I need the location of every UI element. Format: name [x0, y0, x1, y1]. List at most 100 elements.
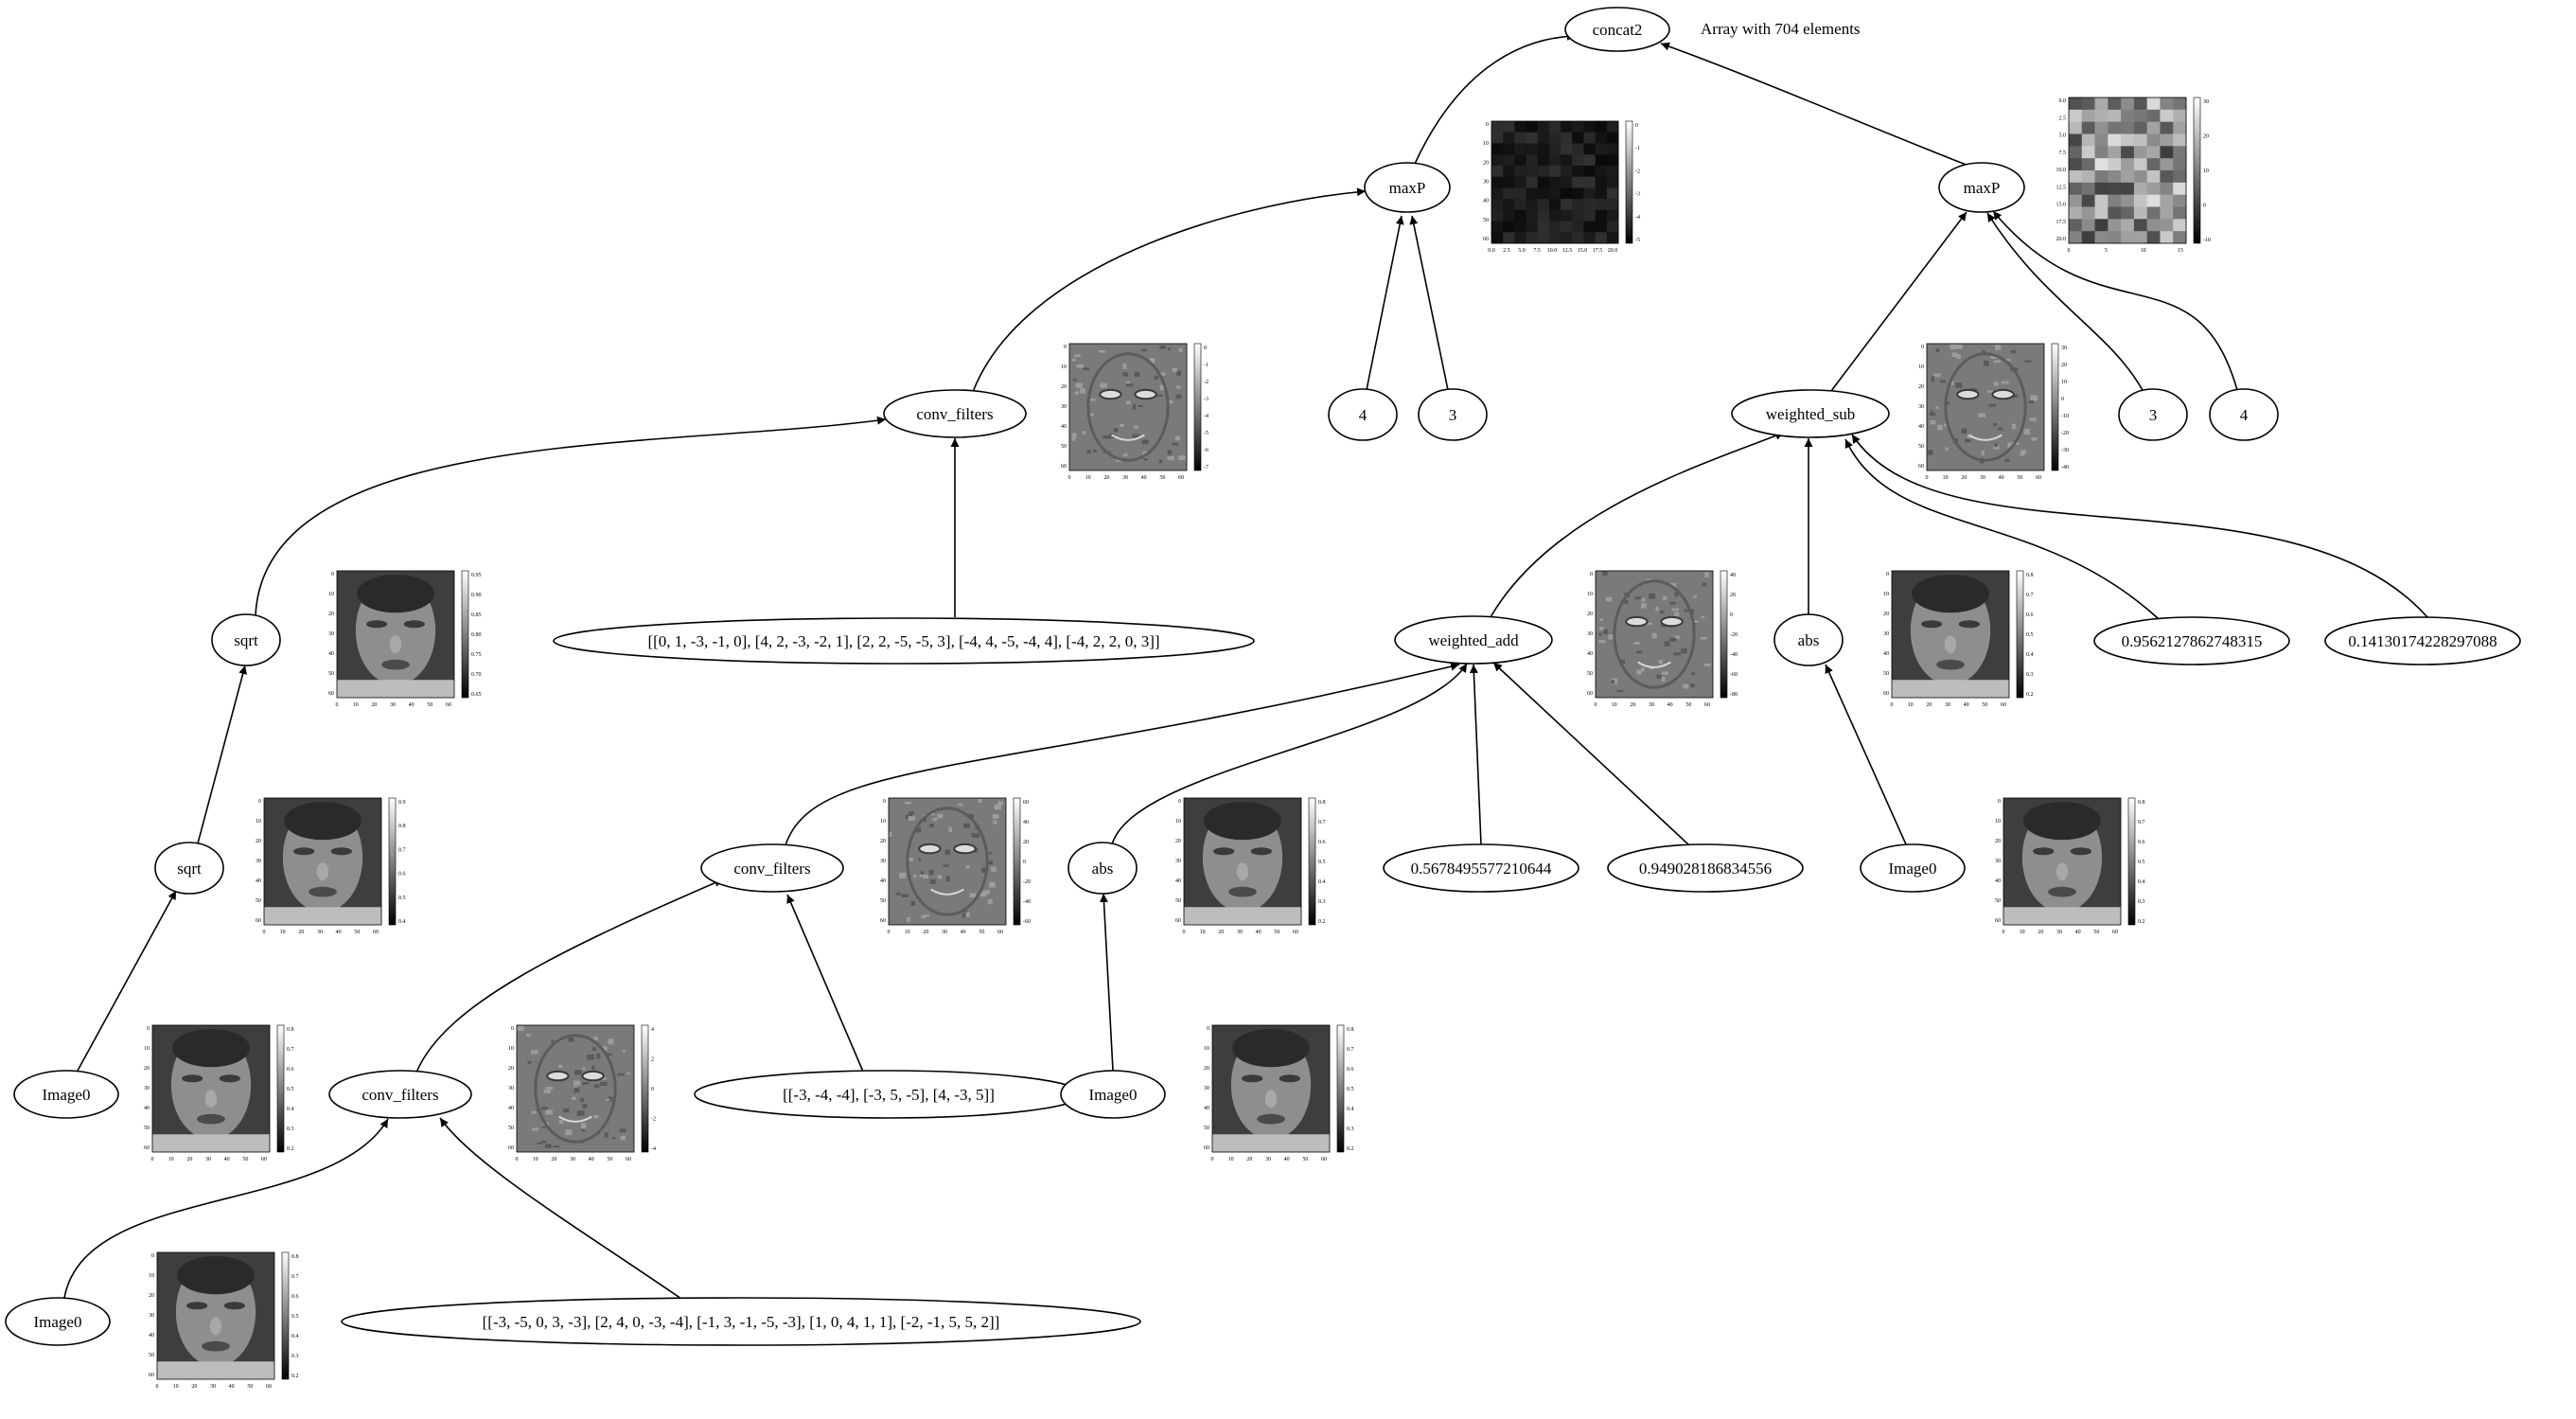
thumbnail-y-tick: 50 — [256, 898, 261, 904]
thumbnail-x-tick: 10 — [1943, 475, 1949, 481]
colorbar-tick: 0.5 — [2138, 860, 2145, 865]
colorbar-tick: -40 — [1730, 652, 1738, 658]
node-ellipse — [2093, 616, 2290, 665]
node-num-4-left[interactable]: 4 — [1328, 388, 1398, 441]
thumbnail-y-tick: 20 — [328, 612, 334, 617]
colorbar-tick: 0.5 — [398, 896, 406, 901]
thumbnail-x-tick: 50 — [2017, 475, 2022, 481]
thumbnail-y-tick: 40 — [1995, 878, 2001, 884]
node-w-add-a[interactable]: 0.5678495577210644 — [1383, 843, 1579, 893]
colorbar-tick: 0 — [1635, 123, 1638, 129]
colorbar-tick: -30 — [2061, 448, 2069, 453]
node-num-3-right[interactable]: 3 — [2118, 388, 2188, 441]
node-ellipse — [2209, 388, 2279, 441]
colorbar-tick: 0.70 — [471, 672, 482, 678]
colorbar-tick: 0.65 — [471, 692, 482, 698]
thumbnail-y-tick: 10 — [144, 1046, 150, 1052]
colorbar-tick: 0.8 — [291, 1254, 299, 1260]
colorbar-tick: 0.4 — [291, 1334, 299, 1339]
colorbar-tick: -4 — [1204, 414, 1209, 419]
thumbnail-y-tick: 30 — [1995, 859, 2001, 864]
thumbnail-x-tick: 0 — [1595, 702, 1597, 708]
node-num-3-left[interactable]: 3 — [1418, 388, 1488, 441]
thumbnail-y-tick: 5.0 — [2059, 133, 2067, 139]
thumbnail-y-tick: 60 — [149, 1373, 154, 1378]
colorbar-tick: 0.3 — [287, 1126, 294, 1132]
node-ellipse — [1067, 842, 1138, 895]
node-label: maxP — [1964, 179, 2001, 197]
thumbnail-x-tick: 40 — [1141, 475, 1147, 481]
node-conv-low[interactable]: conv_filters — [328, 1070, 472, 1119]
colorbar — [2051, 343, 2059, 471]
thumbnail-x-tick: 50 — [2093, 930, 2099, 935]
node-label: conv_filters — [916, 405, 993, 423]
colorbar — [2193, 97, 2201, 244]
thumbnail-x-tick: 20 — [191, 1384, 197, 1390]
node-conv-top[interactable]: conv_filters — [883, 389, 1027, 438]
thumbnail-y-tick: 40 — [1175, 878, 1181, 884]
colorbar-tick: 0.75 — [471, 652, 482, 658]
node-w-sub-a[interactable]: 0.9562127862748315 — [2093, 616, 2290, 665]
node-maxp-right[interactable]: maxP — [1938, 162, 2025, 213]
thumbnail-x-tick: 10 — [173, 1384, 179, 1390]
node-weighted-sub[interactable]: weighted_sub — [1731, 389, 1890, 438]
colorbar-tick: 0.2 — [291, 1374, 299, 1379]
thumbnail-x-tick: 30 — [205, 1157, 211, 1162]
thumbnail-x-tick: 0 — [1068, 475, 1071, 481]
colorbar-tick: 0.6 — [291, 1294, 299, 1300]
node-image0-left[interactable]: Image0 — [13, 1070, 119, 1119]
colorbar-tick: 0.6 — [1318, 840, 1326, 845]
colorbar-tick: 20 — [1730, 593, 1736, 598]
node-filter-5x5-top[interactable]: [[0, 1, -3, -1, 0], [4, 2, -3, -2, 1], [… — [553, 617, 1255, 665]
edge-weighted_add-to-weighted_sub — [1490, 432, 1785, 618]
colorbar-tick: 0.7 — [1318, 820, 1326, 825]
thumbnail-y-tick: 60 — [880, 918, 886, 924]
colorbar-tick: -10 — [2203, 238, 2211, 243]
thumbnail-y-tick: 40 — [1587, 651, 1593, 657]
node-sqrt-mid[interactable]: sqrt — [154, 842, 224, 895]
node-num-4-right[interactable]: 4 — [2209, 388, 2279, 441]
thumbnail-y-tick: 30 — [1587, 631, 1593, 637]
thumbnail-y-tick: 40 — [256, 878, 261, 884]
thumbnail-x-tick: 60 — [1704, 702, 1710, 708]
thumbnail-x-tick: 50 — [1274, 930, 1279, 935]
thumbnail-x-tick: 60 — [2036, 475, 2041, 481]
colorbar-tick: -1 — [1635, 146, 1640, 151]
thumbnail-x-tick: 20 — [186, 1157, 192, 1162]
node-image0-mid[interactable]: Image0 — [1060, 1070, 1166, 1119]
node-w-add-b[interactable]: 0.949028186834556 — [1607, 843, 1804, 893]
thumbnail-y-tick: 0 — [147, 1026, 150, 1032]
thumbnail-x-tick: 5.0 — [1518, 248, 1526, 254]
node-label: Image0 — [34, 1313, 82, 1331]
thumbnail-x-tick: 15.0 — [1578, 248, 1588, 254]
edge-conv_low-to-conv_mid — [415, 878, 724, 1073]
node-conv-mid[interactable]: conv_filters — [700, 843, 844, 893]
colorbar-tick: 20 — [2203, 134, 2209, 140]
colorbar — [461, 570, 469, 699]
colorbar-tick: 0.5 — [1318, 860, 1326, 865]
edge-image0_right-to-abs_right — [1825, 664, 1907, 845]
node-filter-3x3[interactable]: [[-3, -4, -4], [-3, 5, -5], [4, -3, 5]] — [694, 1070, 1084, 1119]
node-w-sub-b[interactable]: 0.14130174228297088 — [2324, 616, 2521, 665]
node-sqrt-top[interactable]: sqrt — [211, 613, 281, 666]
colorbar-tick: 0.9 — [398, 800, 406, 806]
thumbnail-x-tick: 10 — [905, 930, 910, 935]
edge-w_sub_a-to-weighted_sub — [1844, 438, 2159, 619]
colorbar — [1013, 797, 1021, 926]
thumbnail-y-tick: 30 — [1883, 631, 1889, 637]
node-image0-bottom[interactable]: Image0 — [5, 1297, 111, 1346]
edge-filter_5x5_bottom-to-conv_low — [439, 1117, 682, 1300]
node-abs-mid[interactable]: abs — [1067, 842, 1138, 895]
node-maxp-left[interactable]: maxP — [1364, 162, 1451, 213]
colorbar-tick: -20 — [2061, 431, 2069, 436]
node-weighted-add[interactable]: weighted_add — [1394, 615, 1553, 665]
node-abs-right[interactable]: abs — [1773, 613, 1844, 666]
thumbnail-x-tick: 50 — [1302, 1157, 1308, 1162]
thumbnail-y-tick: 50 — [508, 1126, 514, 1131]
thumbnail-x-tick: 20 — [1961, 475, 1967, 481]
colorbar-tick: 0.6 — [1347, 1067, 1354, 1073]
node-concat2[interactable]: concat2 — [1564, 7, 1670, 52]
node-image0-right[interactable]: Image0 — [1860, 843, 1966, 893]
node-filter-5x5-bottom[interactable]: [[-3, -5, 0, 3, -3], [2, 4, 0, -3, -4], … — [341, 1297, 1141, 1346]
